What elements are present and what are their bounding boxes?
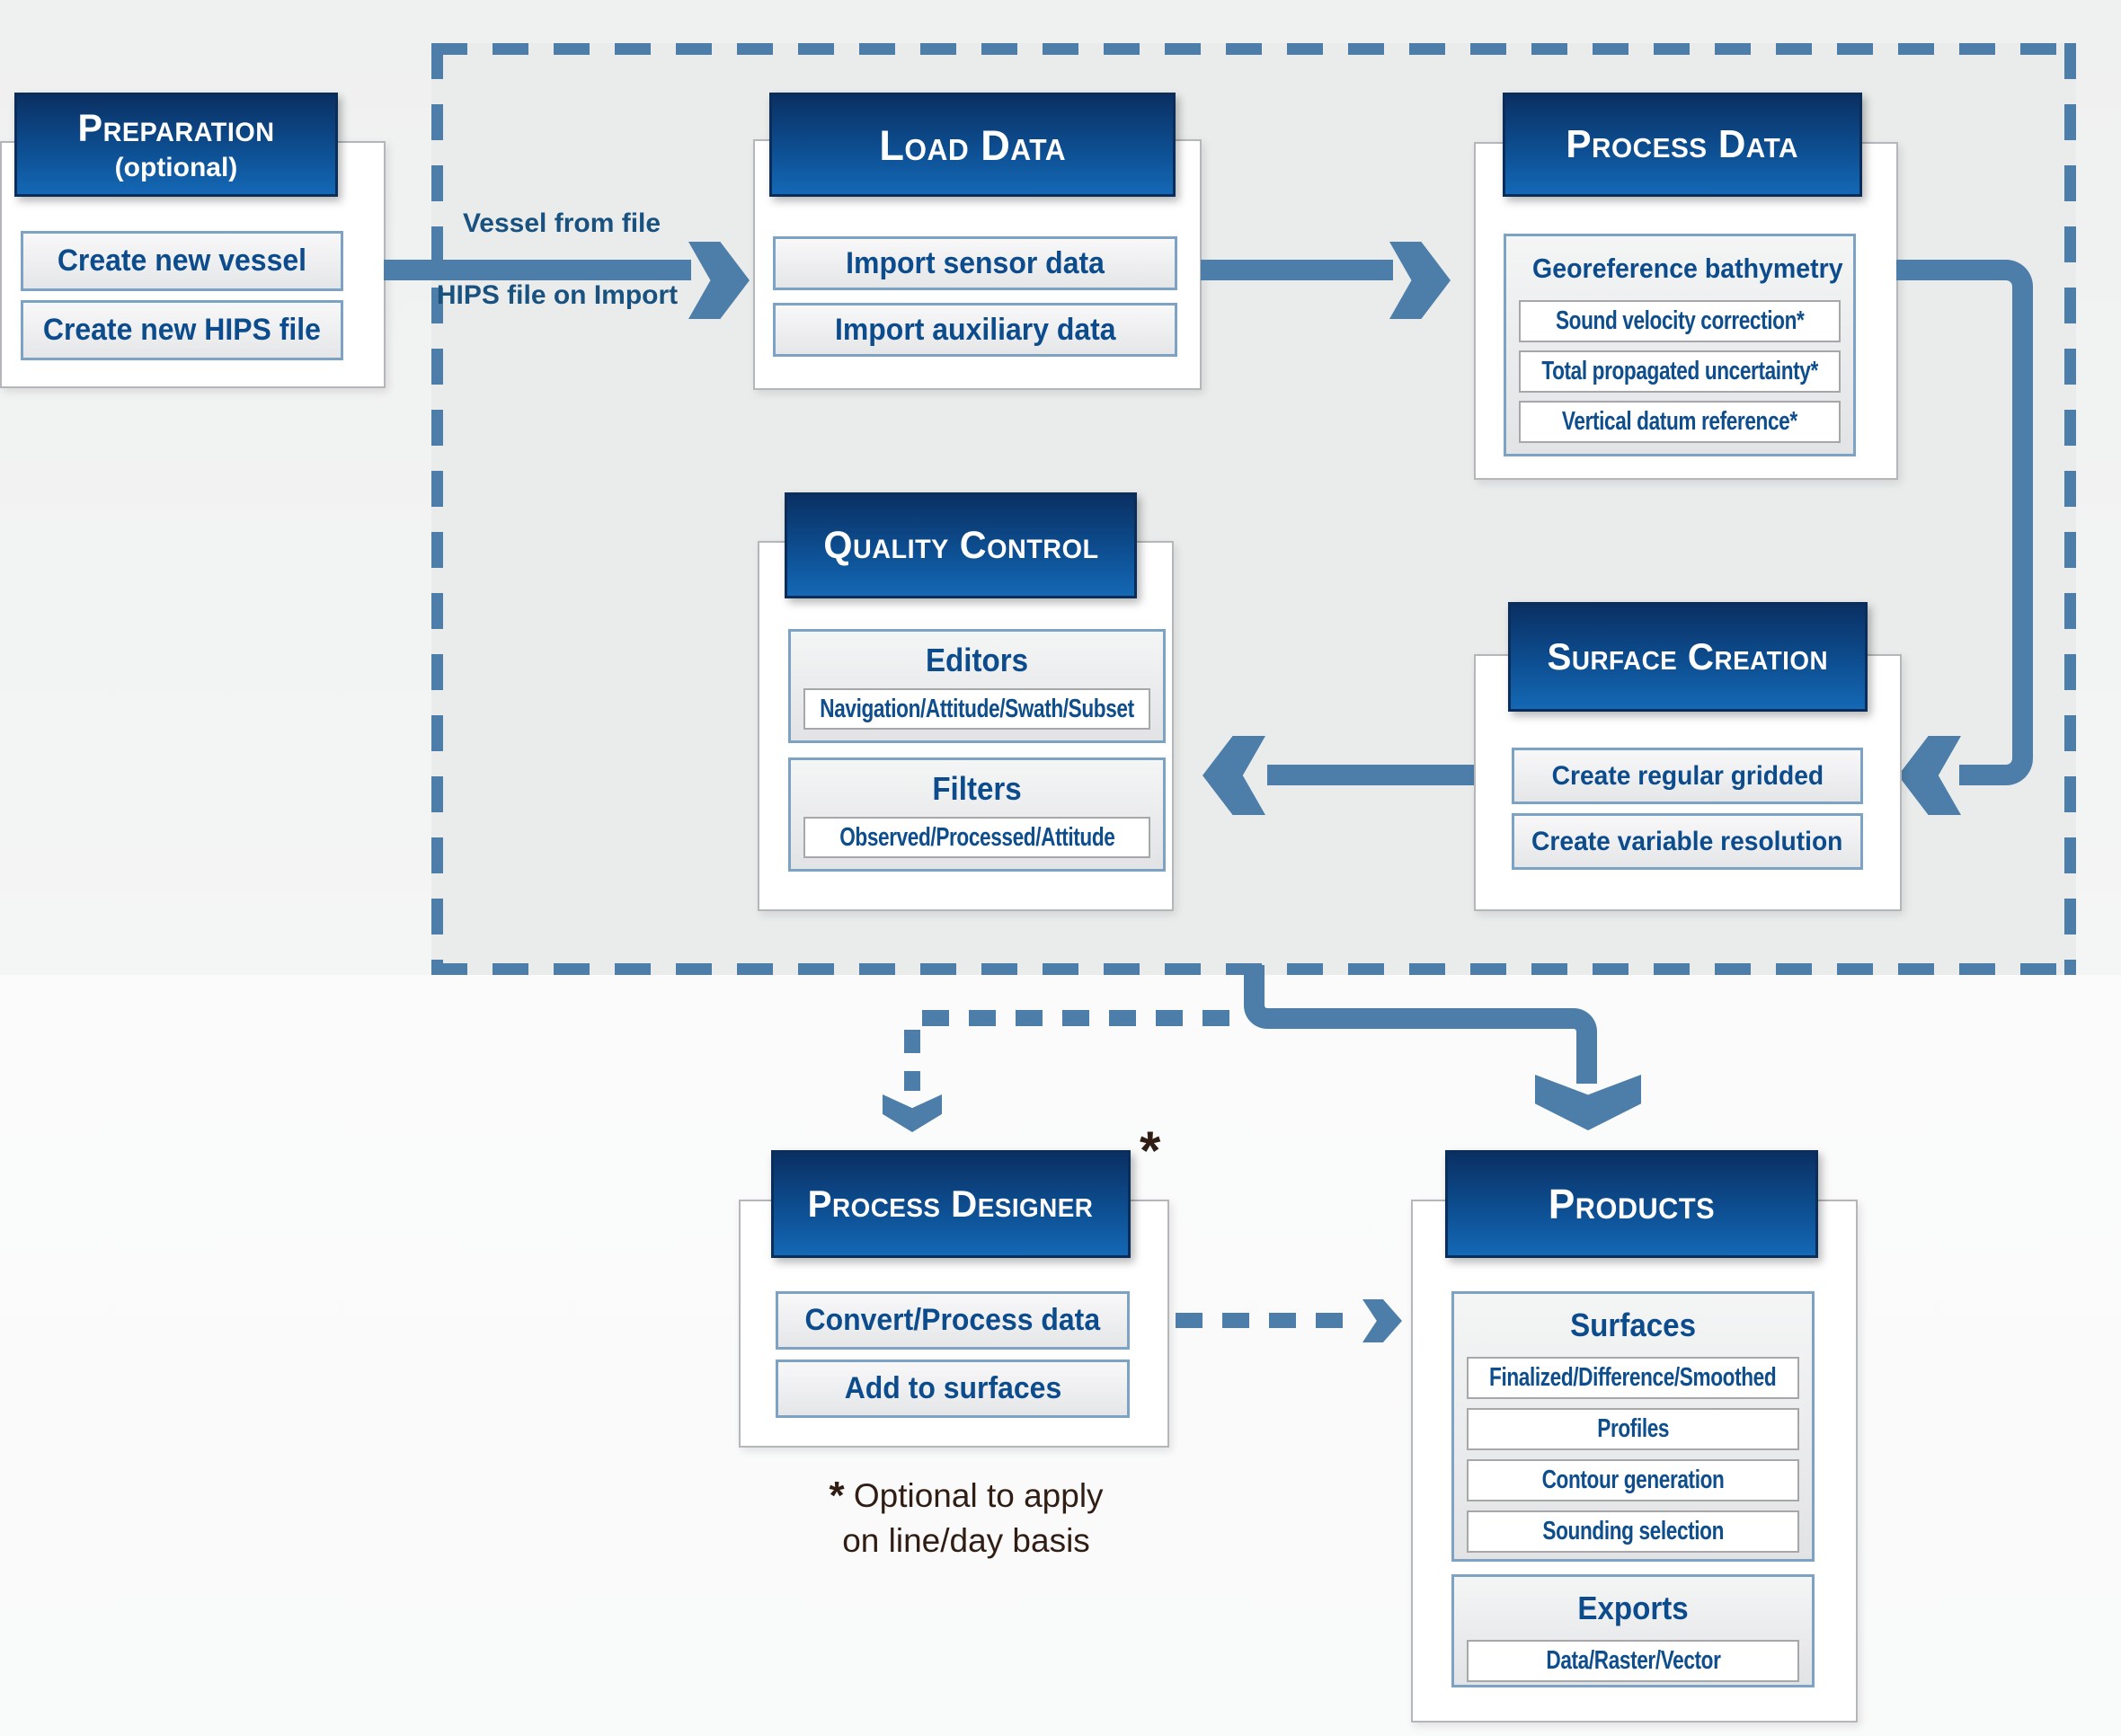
footnote-line2: on line/day basis: [842, 1522, 1090, 1559]
dashed-arrow-to-process-designer-drop: [904, 1030, 920, 1091]
arrow-surface-creation-to-quality-control: [1267, 765, 1476, 785]
footnote-asterisk: *: [829, 1474, 845, 1518]
quality-control-header: Quality Control: [785, 492, 1137, 598]
add-to-surfaces-button[interactable]: Add to surfaces: [776, 1360, 1130, 1418]
process-designer-title: Process Designer: [808, 1182, 1094, 1225]
import-auxiliary-data-button[interactable]: Import auxiliary data: [773, 303, 1177, 357]
footnote-line1: Optional to apply: [853, 1477, 1104, 1514]
arrow-load-data-to-process-data: [1201, 260, 1393, 280]
vertical-datum-reference-item[interactable]: Vertical datum reference*: [1519, 401, 1841, 443]
data-raster-vector-item[interactable]: Data/Raster/Vector: [1467, 1640, 1799, 1682]
quality-control-title: Quality Control: [822, 523, 1099, 567]
editors-label: Editors: [925, 642, 1029, 678]
exports-label: Exports: [1577, 1590, 1689, 1626]
arrow-down-to-products-bend: [1528, 1008, 1597, 1084]
editors-group: Editors Navigation/Attitude/Swath/Subset: [788, 629, 1166, 743]
arrow-process-data-down-bend: [1896, 260, 2033, 520]
editors-types-item[interactable]: Navigation/Attitude/Swath/Subset: [803, 688, 1150, 730]
load-data-header: Load Data: [769, 93, 1176, 197]
profiles-item[interactable]: Profiles: [1467, 1408, 1799, 1450]
preparation-header: Preparation (optional): [14, 93, 338, 197]
surface-creation-title: Surface Creation: [1547, 635, 1829, 678]
filters-label: Filters: [932, 770, 1022, 807]
sounding-selection-item[interactable]: Sounding selection: [1467, 1510, 1799, 1553]
exports-group: Exports Data/Raster/Vector: [1451, 1574, 1815, 1687]
loop-border-right: [2064, 43, 2076, 975]
contour-generation-item[interactable]: Contour generation: [1467, 1459, 1799, 1501]
load-data-title: Load Data: [879, 120, 1066, 169]
process-designer-asterisk: *: [1140, 1120, 1161, 1181]
surfaces-label: Surfaces: [1570, 1306, 1696, 1343]
total-propagated-uncertainty-item[interactable]: Total propagated uncertainty*: [1519, 350, 1841, 393]
sound-velocity-correction-item[interactable]: Sound velocity correction*: [1519, 300, 1841, 342]
import-sensor-data-button[interactable]: Import sensor data: [773, 236, 1177, 290]
create-new-hips-file-button[interactable]: Create new HIPS file: [21, 300, 343, 360]
georeference-bathymetry-group: Georeference bathymetry Sound velocity c…: [1504, 234, 1856, 456]
arrow-loop-to-products-line: [1321, 1008, 1537, 1029]
surface-creation-header: Surface Creation: [1508, 602, 1868, 712]
create-variable-resolution-button[interactable]: Create variable resolution: [1512, 813, 1863, 870]
create-regular-gridded-button[interactable]: Create regular gridded: [1512, 748, 1863, 804]
arrow-into-surface-creation-bend: [1959, 503, 2033, 785]
products-title: Products: [1548, 1181, 1716, 1227]
preparation-title: Preparation: [77, 106, 275, 150]
filters-types-item[interactable]: Observed/Processed/Attitude: [803, 817, 1150, 858]
products-header: Products: [1445, 1150, 1818, 1258]
footnote: * Optional to apply on line/day basis: [773, 1474, 1159, 1563]
loop-border-top: [431, 43, 2076, 55]
create-new-vessel-button[interactable]: Create new vessel: [21, 231, 343, 291]
surfaces-group: Surfaces Finalized/Difference/Smoothed P…: [1451, 1291, 1815, 1562]
filters-group: Filters Observed/Processed/Attitude: [788, 757, 1166, 872]
loop-border-left: [431, 43, 443, 975]
dashed-arrow-to-process-designer-line: [922, 1010, 1244, 1026]
arrow-preparation-to-load-data: [384, 260, 691, 280]
arrow-loop-exit-bend: [1244, 965, 1334, 1029]
convert-process-data-button[interactable]: Convert/Process data: [776, 1291, 1130, 1350]
vessel-from-file-label: Vessel from file: [462, 208, 661, 238]
process-data-title: Process Data: [1566, 122, 1799, 166]
finalized-difference-smoothed-item[interactable]: Finalized/Difference/Smoothed: [1467, 1357, 1799, 1399]
process-designer-header: Process Designer: [771, 1150, 1131, 1258]
hips-file-on-import-label: HIPS file on Import: [436, 280, 679, 310]
georeference-bathymetry-label: Georeference bathymetry: [1532, 252, 1843, 284]
dashed-arrow-process-designer-to-products: [1176, 1313, 1361, 1328]
process-data-header: Process Data: [1503, 93, 1862, 197]
preparation-subtitle: (optional): [114, 152, 238, 182]
